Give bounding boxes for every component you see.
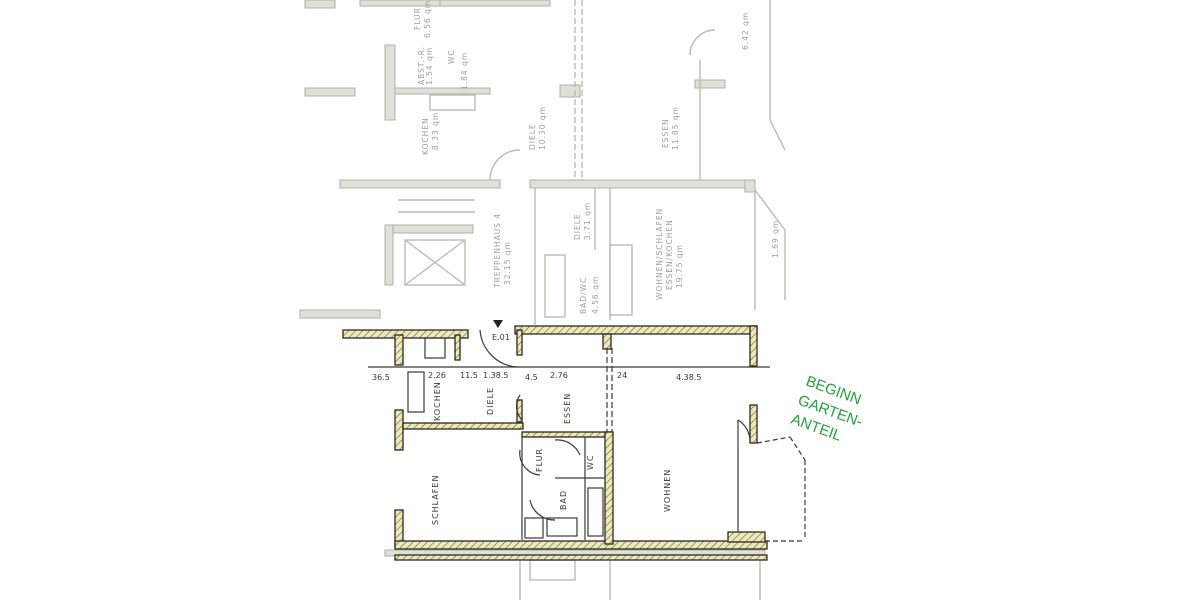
room-label: BAD/WC [579, 277, 588, 314]
dimension-label: 36.5 [372, 373, 390, 382]
room-label: ESSEN/KOCHEN [665, 219, 674, 290]
room-label: TREPPENHAUS 4 [493, 213, 502, 289]
room-area: 8.33 qm [431, 112, 440, 150]
garden-annotation: BEGINN GARTEN- ANTEIL [789, 373, 865, 445]
room-label-kochen: KOCHEN [433, 381, 442, 421]
room-label-wohnen: WOHNEN [663, 469, 672, 512]
room-label-essen: ESSEN [563, 393, 572, 424]
room-label-wc: WC [586, 455, 595, 471]
room-label: WOHNEN/SCHLAFEN [655, 208, 664, 300]
room-area: 19.75 qm [675, 244, 684, 288]
room-label: FLUR [413, 7, 422, 30]
room-area: 10.30 qm [538, 106, 547, 150]
room-label: ABST.-R. [417, 46, 426, 85]
room-label-diele: DIELE [486, 387, 495, 415]
dimension-label: 4.38.5 [676, 373, 701, 382]
dimension-label: 2.26 [428, 371, 446, 380]
upper-plan: FLUR 6.56 qm ABST.-R. 1.54 qm WC 1.84 qm… [299, 0, 786, 325]
room-area: 6.56 qm [423, 0, 432, 38]
room-label: ESSEN [661, 118, 670, 148]
lower-neighbor-plan [384, 549, 766, 600]
room-label: WC [447, 49, 456, 64]
room-label: KOCHEN [421, 117, 430, 155]
room-label-schlafen: SCHLAFEN [431, 475, 440, 525]
dimension-label: 4.5 [525, 373, 538, 382]
room-label-bad: BAD [559, 490, 568, 510]
room-area: 32.15 qm [503, 241, 512, 285]
room-label: DIELE [573, 213, 582, 240]
room-area: 11.85 qm [671, 106, 680, 150]
room-label-flur: FLUR [535, 448, 544, 472]
room-area: 4.56 qm [591, 276, 600, 314]
entrance-label: E.01 [492, 333, 510, 342]
room-label: DIELE [528, 123, 537, 150]
room-area: 1.84 qm [460, 52, 469, 90]
room-area: 6.42 qm [741, 12, 750, 50]
dimension-label: 1.38.5 [483, 371, 508, 380]
room-area: 1.69 qm [771, 220, 780, 258]
dimension-label: 24 [617, 371, 627, 380]
dimension-label: 11.5 [460, 371, 478, 380]
unit-plan: E.01 36.5 2.26 11.5 1.38.5 4.5 2.76 24 4… [342, 320, 806, 561]
room-area: 1.54 qm [425, 47, 434, 85]
dimension-label: 2.76 [550, 371, 568, 380]
room-area: 3.71 qm [583, 202, 592, 240]
